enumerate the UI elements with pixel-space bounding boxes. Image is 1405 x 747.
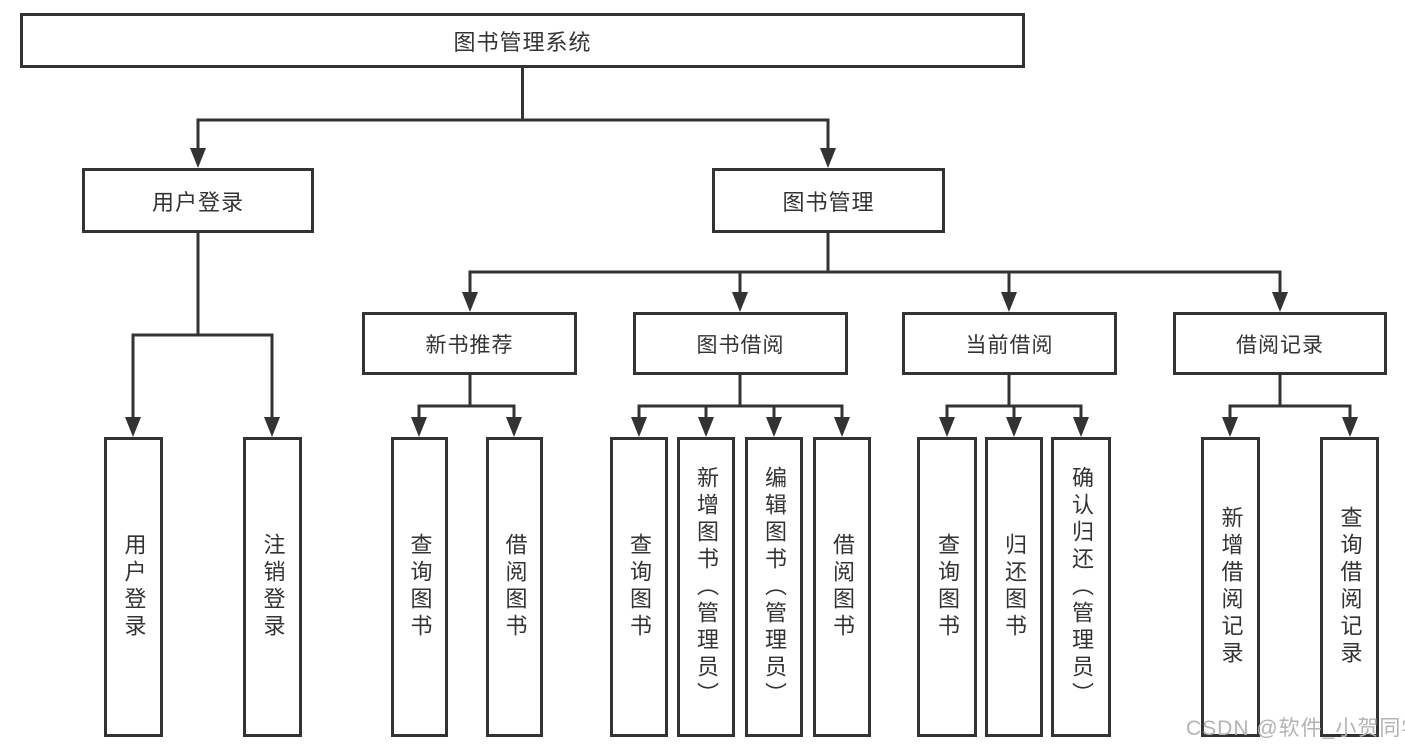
connector-book-borrow-children xyxy=(631,373,850,437)
node-new-book-recommend: 新书推荐 xyxy=(362,312,577,375)
node-book-borrowing: 图书借阅 xyxy=(633,312,848,375)
arrowhead-nb-borrow xyxy=(506,417,522,437)
arrowhead-bb-borrow xyxy=(834,417,850,437)
arrowhead-borrow-records xyxy=(1272,292,1288,312)
leaf-nb-borrow-books: 借阅图书 xyxy=(486,437,543,737)
connector-book-management-children xyxy=(462,231,1288,312)
arrowhead-bb-add xyxy=(698,417,714,437)
node-book-management-system: 图书管理系统 xyxy=(20,13,1025,68)
leaf-bb-borrow-books: 借阅图书 xyxy=(813,437,871,737)
leaf-user-login: 用户登录 xyxy=(104,437,163,737)
connector-new-books-children xyxy=(411,373,522,437)
arrowhead-bb-edit xyxy=(766,417,782,437)
node-user-login: 用户登录 xyxy=(82,168,314,233)
arrowhead-book-management xyxy=(820,148,836,168)
leaf-cb-return-books: 归还图书 xyxy=(985,437,1043,737)
leaf-logout: 注销登录 xyxy=(243,437,302,737)
leaf-bb-add-books-admin: 新增图书（管理员） xyxy=(677,437,735,737)
arrowhead-br-query xyxy=(1342,417,1358,437)
node-borrowing-records: 借阅记录 xyxy=(1173,312,1387,375)
leaf-bb-edit-books-admin: 编辑图书（管理员） xyxy=(745,437,803,737)
arrowhead-logout-leaf xyxy=(264,417,280,437)
arrowhead-book-borrow xyxy=(732,292,748,312)
arrowhead-login-leaf xyxy=(125,417,141,437)
arrowhead-user-login xyxy=(190,148,206,168)
arrowhead-bb-query xyxy=(631,417,647,437)
leaf-cb-query-books: 查询图书 xyxy=(917,437,977,737)
arrowhead-new-books xyxy=(462,292,478,312)
connector-borrow-records-children xyxy=(1222,373,1358,437)
csdn-watermark: CSDN @软件_小贺同学 xyxy=(1186,717,1405,740)
arrowhead-cb-query xyxy=(939,417,955,437)
arrowhead-cb-confirm xyxy=(1073,417,1089,437)
arrowhead-current-borrow xyxy=(1001,292,1017,312)
connector-current-borrow-children xyxy=(939,373,1089,437)
leaf-bb-query-books: 查询图书 xyxy=(610,437,668,737)
connector-user-login-children xyxy=(125,231,280,437)
leaf-nb-query-books: 查询图书 xyxy=(391,437,448,737)
arrowhead-nb-query xyxy=(411,417,427,437)
node-book-management: 图书管理 xyxy=(712,168,945,233)
leaf-br-query-record: 查询借阅记录 xyxy=(1320,437,1379,737)
arrowhead-cb-return xyxy=(1006,417,1022,437)
arrowhead-br-add xyxy=(1222,417,1238,437)
leaf-br-add-record: 新增借阅记录 xyxy=(1201,437,1260,737)
node-current-borrowing: 当前借阅 xyxy=(902,312,1117,375)
connector-root-to-level1 xyxy=(190,66,836,168)
leaf-cb-confirm-return-admin: 确认归还（管理员） xyxy=(1051,437,1111,737)
